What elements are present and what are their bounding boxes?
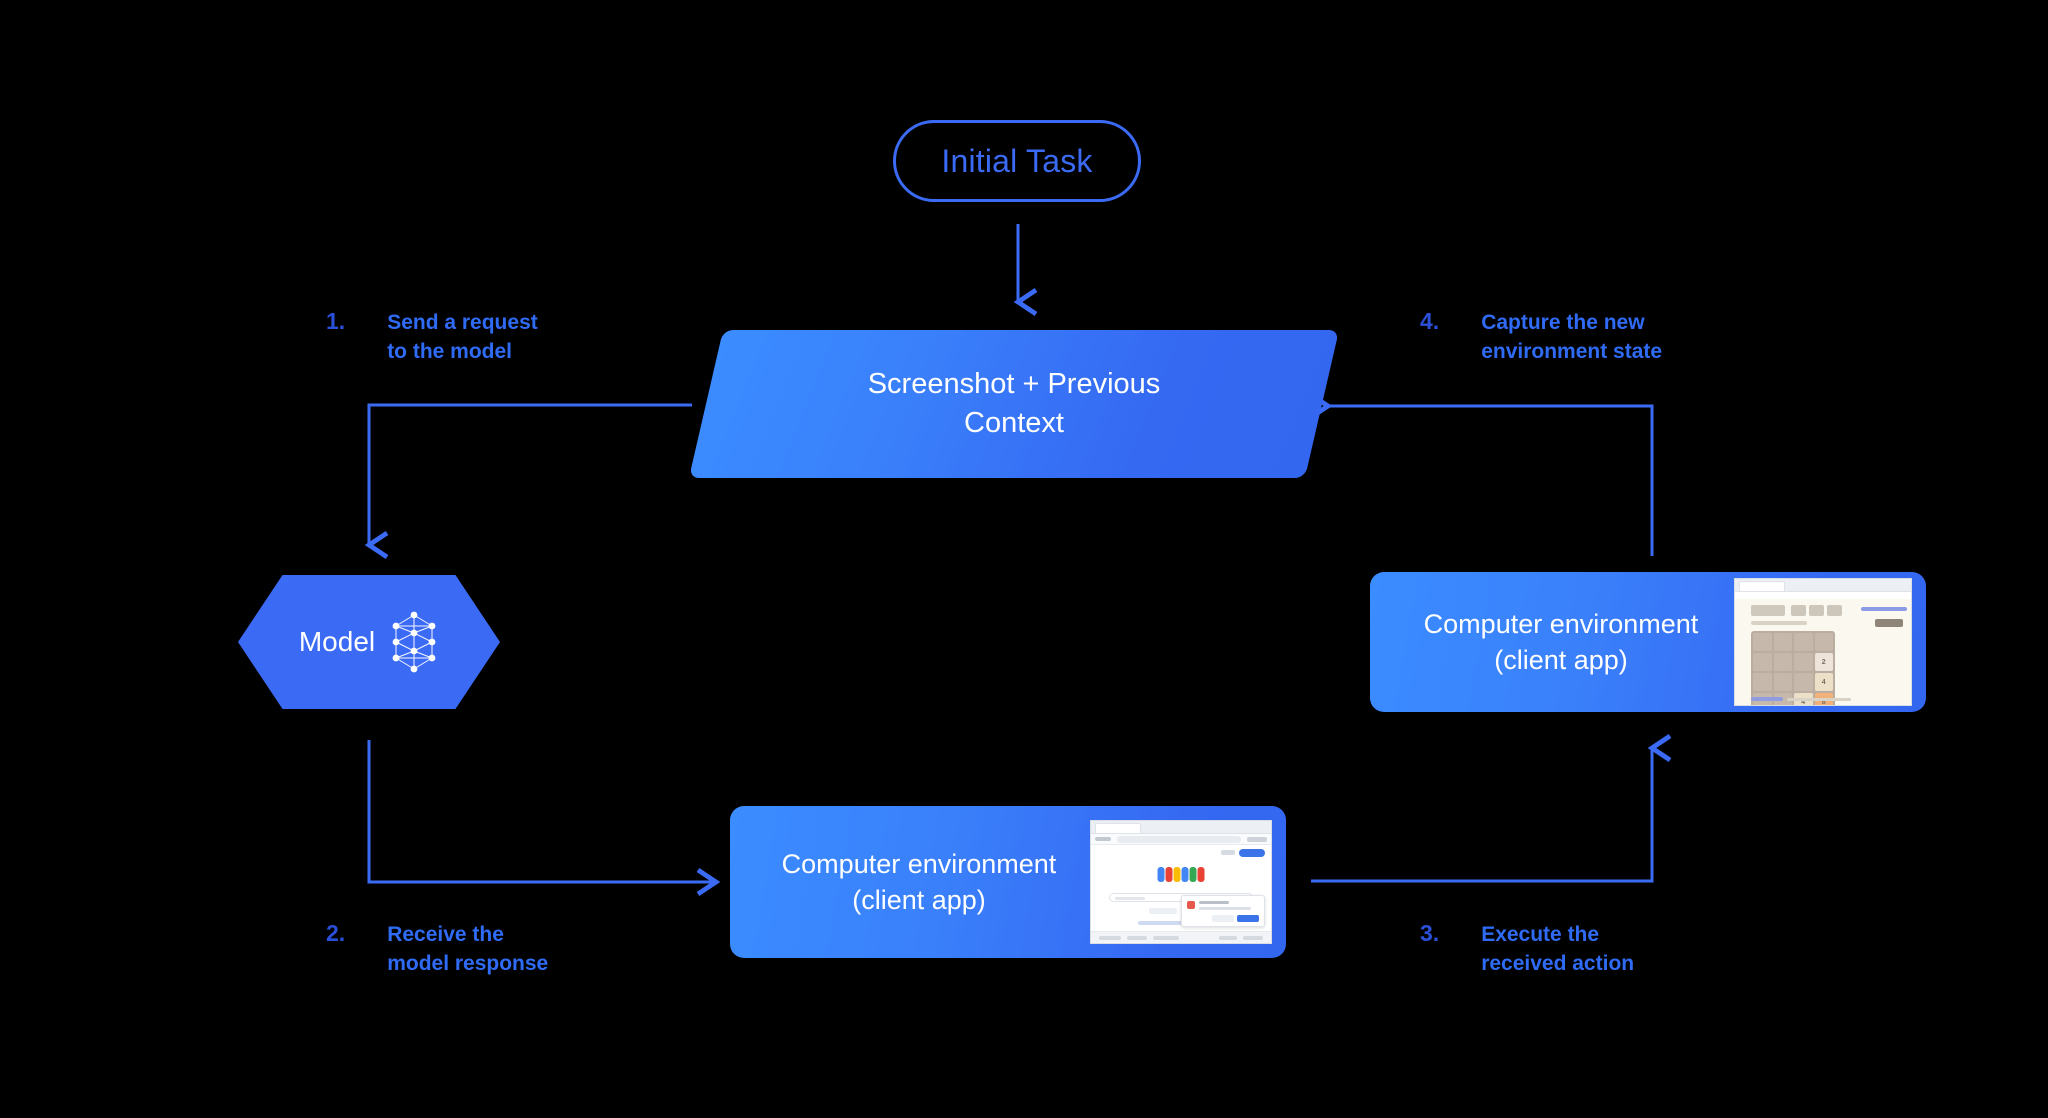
search-placeholder [1115,897,1145,900]
url-field [1117,836,1241,843]
env-bottom-thumbnail [1090,820,1272,944]
profile-avatar [1239,849,1265,857]
arrow-step-1 [364,403,692,559]
new-game-button [1875,619,1903,627]
tile [1794,673,1813,691]
game-footer-text [1787,698,1851,701]
game-2048-page: 2 4 4 8 [1735,599,1911,705]
tile [1773,633,1792,651]
neural-network-icon [392,611,436,673]
tile [1794,633,1813,651]
apps-menu [1221,850,1235,855]
dialog-title [1199,901,1229,904]
context-line-1: Screenshot + Previous [867,368,1161,401]
step-label-2: 2. Receive the model response [326,920,548,979]
tile [1753,673,1772,691]
dialog-cancel-button [1212,915,1234,922]
step-2-text: Receive the model response [387,923,549,976]
model-node-shape [238,575,500,709]
toolbar-icons [1247,837,1267,842]
game-subtitle [1751,621,1807,625]
step-3-number: 3. [1420,920,1440,946]
tile [1814,633,1833,651]
step-label-4: 4. Capture the new environment state [1420,308,1662,367]
tile [1794,653,1813,671]
env-card-bottom[interactable]: Computer environment (client app) [730,806,1286,958]
browser-chrome [1091,821,1271,834]
game-title [1751,605,1785,616]
env-bottom-line-2: (client app) [852,885,986,915]
game-grid: 2 4 4 8 [1751,631,1835,706]
nav-buttons [1095,837,1111,841]
browser-tab [1739,581,1785,591]
tile: 4 [1814,673,1833,691]
popup-dialog [1181,895,1265,927]
model-label: Model [298,626,376,657]
env-top-thumbnail: 2 4 4 8 [1734,578,1912,706]
tile-value: 4 [1801,698,1806,706]
tile-value: 2 [1821,658,1826,666]
model-node[interactable]: Model [238,575,500,709]
env-top-line-1: Computer environment [1423,608,1699,639]
tile [1773,653,1792,671]
env-top-label: Computer environment (client app) [1370,606,1734,678]
context-node[interactable]: Screenshot + Previous Context [688,330,1340,478]
browser-chrome [1735,579,1911,592]
tile [1753,633,1772,651]
game-scores [1791,605,1842,616]
env-bottom-line-1: Computer environment [781,848,1057,879]
initial-task-node[interactable]: Initial Task [893,120,1141,202]
tile-value: 4 [1821,678,1826,686]
arrow-step-4 [1308,392,1654,556]
context-line-2: Context [964,407,1064,439]
env-card-top[interactable]: Computer environment (client app) 2 4 4 [1370,572,1926,712]
dialog-text [1199,907,1251,910]
tile [1753,653,1772,671]
tile-value: 8 [1821,698,1826,706]
arrow-step-3 [1311,734,1672,883]
dialog-confirm-button [1237,915,1259,922]
step-label-3: 3. Execute the received action [1420,920,1634,979]
game-footer-link [1751,697,1783,701]
tile [1773,673,1792,691]
google-logo [1157,867,1205,882]
env-bottom-label: Computer environment (client app) [730,846,1090,918]
step-4-text: Capture the new environment state [1481,311,1663,364]
initial-task-label: Initial Task [941,142,1093,179]
step-label-1: 1. Send a request to the model [326,308,538,367]
game-links [1861,607,1907,611]
step-4-number: 4. [1420,308,1440,334]
model-node-content: Model [238,575,500,709]
browser-url-bar [1091,834,1271,845]
tile: 2 [1814,653,1833,671]
step-1-text: Send a request to the model [387,311,538,364]
context-node-label: Screenshot + Previous Context [706,330,1322,478]
google-search-page [1091,845,1271,943]
env-top-line-2: (client app) [1494,645,1628,675]
dialog-icon [1187,901,1195,909]
step-1-number: 1. [326,308,346,334]
arrow-step-2 [367,740,721,896]
step-2-number: 2. [326,920,346,946]
browser-tab [1095,823,1141,833]
page-footer [1091,931,1271,943]
step-3-text: Execute the received action [1481,923,1635,976]
